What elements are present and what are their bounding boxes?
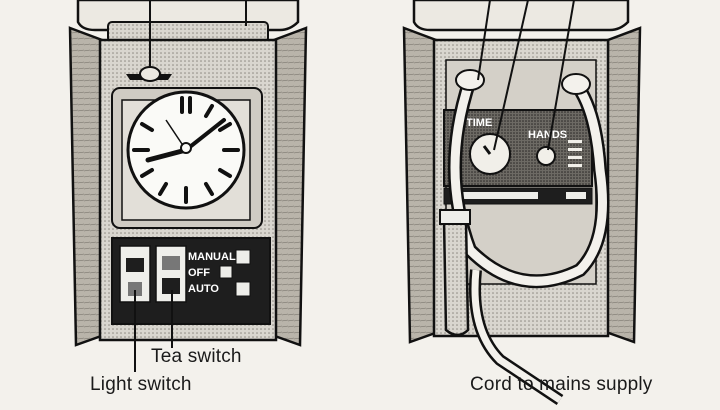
- manual-indicator-icon: [235, 249, 251, 265]
- top-tray-rear: [412, 0, 630, 32]
- leader-time-knob: [493, 0, 529, 151]
- leader-hands-knob: [547, 0, 575, 151]
- off-label: OFF: [188, 267, 210, 279]
- auto-indicator-icon: [235, 281, 251, 297]
- rear-control-panel: [443, 109, 593, 187]
- hands-knob[interactable]: [536, 146, 556, 166]
- left-unit: MANUAL OFF AUTO: [68, 0, 308, 372]
- off-indicator-icon: [219, 265, 233, 279]
- hands-label: HANDS: [528, 129, 567, 141]
- hour-hand: [145, 147, 189, 163]
- mains-plug: [442, 218, 470, 337]
- cord-clip-left: [455, 69, 485, 91]
- light-bulb: [139, 66, 161, 82]
- right-unit: TIME HANDS: [402, 0, 642, 405]
- time-label: TIME: [466, 117, 492, 129]
- manual-label: MANUAL: [188, 251, 236, 263]
- light-switch-callout: Light switch: [90, 374, 192, 395]
- tea-switch-callout: Tea switch: [151, 346, 242, 367]
- minute-hand: [184, 118, 226, 152]
- mains-cord-callout: Cord to mains supply: [470, 374, 653, 395]
- right-side-panel-rear: [604, 26, 642, 344]
- clock-ticks: [132, 96, 240, 204]
- vent-slots: [568, 140, 582, 167]
- auto-label: AUTO: [188, 283, 219, 295]
- leader-clip: [477, 0, 491, 81]
- cord-clip-right: [561, 73, 591, 95]
